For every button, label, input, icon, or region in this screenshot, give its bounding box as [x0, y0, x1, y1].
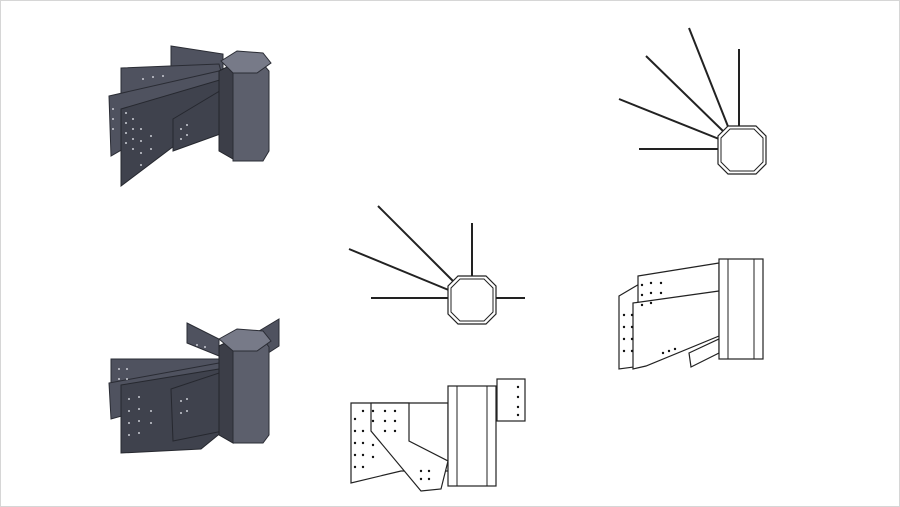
- elevation-view-bottom: [350, 378, 526, 492]
- elev-column: [447, 385, 497, 487]
- plan-view-top: [618, 27, 767, 175]
- elev-plate-top-right: [496, 378, 526, 422]
- plan-column-inner: [720, 128, 764, 172]
- plan-member-1: [377, 205, 457, 285]
- iso-column-front: [232, 338, 270, 444]
- plan-member-3: [348, 248, 452, 292]
- elev-column: [718, 258, 764, 360]
- iso-view-top: [108, 45, 272, 188]
- iso-column-top: [218, 328, 272, 352]
- elev-plate-diagonal: [370, 402, 449, 492]
- elev-holes-bottom: [353, 385, 520, 481]
- elev-holes-right: [622, 281, 677, 355]
- elevation-view-right: [618, 258, 764, 370]
- iso-bolts-top: [112, 75, 188, 166]
- iso-column-top: [220, 50, 272, 74]
- iso-plate-back: [186, 322, 220, 357]
- iso-view-bottom: [108, 318, 280, 454]
- iso-bolts-bottom: [118, 344, 206, 436]
- iso-column-front: [232, 63, 270, 162]
- plan-column-inner: [450, 278, 494, 322]
- plan-member-3: [645, 55, 724, 132]
- plan-view-center: [348, 205, 525, 325]
- plan-member-4: [618, 98, 720, 140]
- iso-column-side: [218, 63, 234, 160]
- iso-column-side: [218, 338, 234, 444]
- plan-column-outer: [447, 275, 497, 325]
- elev-plate-3: [632, 290, 720, 370]
- plan-column-outer: [717, 125, 767, 175]
- plan-member-1: [688, 27, 730, 130]
